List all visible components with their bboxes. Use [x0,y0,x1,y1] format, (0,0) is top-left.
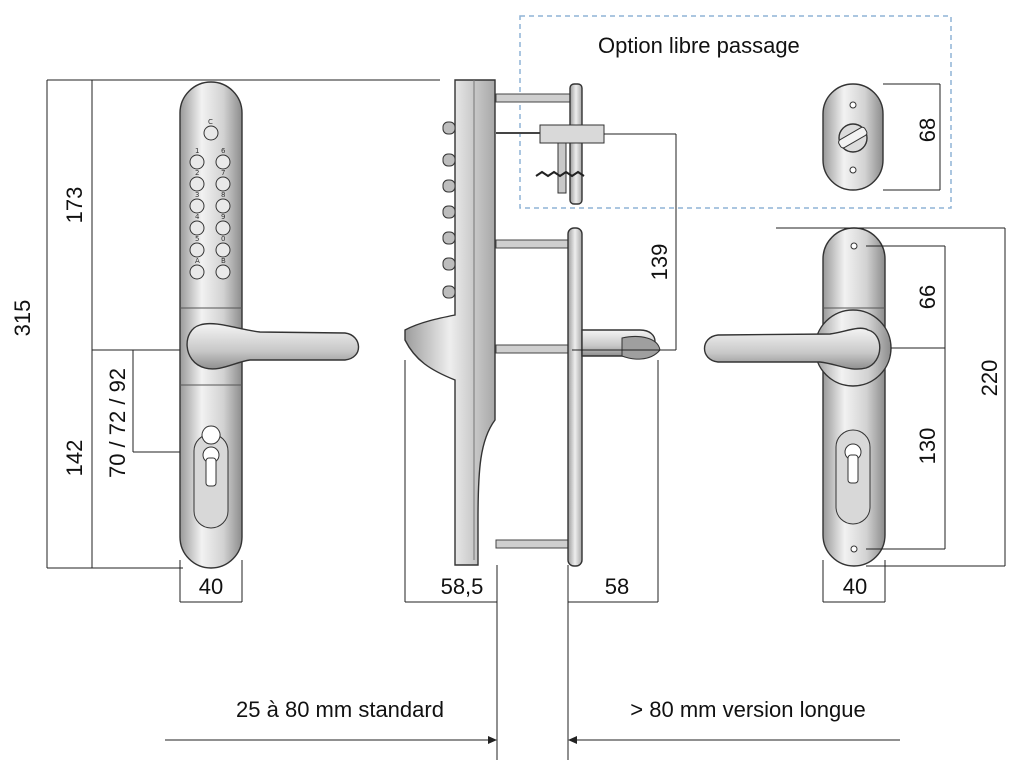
thickness-long-label: > 80 mm version longue [630,697,865,722]
dim-left-plate-width: 40 [199,574,223,599]
side-left-body [404,79,496,566]
option-libre-passage-box: Option libre passage 68 [519,15,952,209]
key-label: 6 [221,147,226,155]
side-key-button [442,231,456,245]
dim-backset: 70 / 72 / 92 [105,368,130,478]
right-lever-handle [703,327,881,370]
key-button [215,154,231,170]
key-button [203,125,219,141]
key-button [215,198,231,214]
key-button [215,220,231,236]
key-label: 8 [221,191,225,199]
dim-right-plate-width: 40 [843,574,867,599]
right-cylinder-cutout [835,429,871,525]
dim-bottom-part: 142 [62,440,87,477]
dim-right-upper: 66 [915,285,940,309]
side-key-button [442,153,456,167]
key-button [189,242,205,258]
left-cylinder-cutout [193,425,229,529]
rosette-thumbturn [822,83,884,191]
key-label: 7 [221,169,225,177]
dim-right-total: 220 [977,360,1002,397]
dim-right-lower: 130 [915,428,940,465]
key-button [189,154,205,170]
side-key-button [442,121,456,135]
key-button [189,220,205,236]
key-label: 3 [195,191,199,199]
dim-total-height: 315 [10,300,35,337]
side-key-button [442,257,456,271]
key-label: 0 [221,235,225,243]
dim-rosette-height: 68 [915,118,940,142]
key-button [215,176,231,192]
key-label: 1 [195,147,199,155]
option-title: Option libre passage [598,33,800,58]
side-key-button [442,285,456,299]
key-label-clear: C [208,118,213,126]
key-label: A [195,257,200,265]
key-button [215,264,231,280]
key-label: 2 [195,169,199,177]
thickness-standard-label: 25 à 80 mm standard [236,697,444,722]
key-label: 4 [195,213,200,221]
dim-top-part: 173 [62,187,87,224]
side-section: 58,5 58 139 25 à 80 mm standard > 80 mm … [165,79,900,760]
key-button [215,242,231,258]
key-label: 9 [221,213,225,221]
key-label: B [221,257,226,265]
left-lever-handle [186,323,360,370]
right-elevation: 66 130 220 40 [703,227,1006,603]
dim-door-left-projection: 58,5 [441,574,484,599]
key-button [189,198,205,214]
key-button [189,176,205,192]
keypad: C 1 6 2 7 3 8 4 9 5 0A B [189,118,231,280]
key-button [189,264,205,280]
left-elevation: 315 173 142 70 / 72 / 92 40 C 1 6 2 7 3 8 4 9 5 0… [10,79,440,603]
side-key-button [442,179,456,193]
side-key-button [442,205,456,219]
key-label: 5 [195,235,199,243]
dim-cable-length: 139 [647,244,672,281]
dim-door-right-projection: 58 [605,574,629,599]
side-right-plate [567,227,583,567]
